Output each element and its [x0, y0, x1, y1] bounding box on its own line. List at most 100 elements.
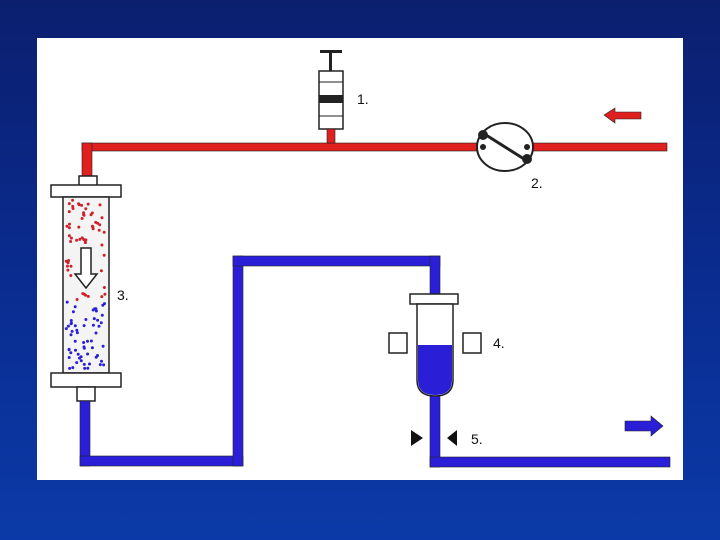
column-particle	[76, 352, 80, 356]
column-particle	[71, 204, 75, 208]
column-particle	[86, 352, 90, 356]
column-particle	[79, 359, 83, 363]
column-particle	[82, 362, 86, 366]
column-particle	[99, 269, 103, 273]
column-particle	[100, 295, 104, 299]
column-particle	[69, 319, 73, 322]
column-particle	[102, 286, 106, 289]
column-particle	[92, 317, 96, 321]
column-particle	[69, 333, 73, 337]
injection-valve	[476, 122, 534, 172]
column-particle	[102, 253, 106, 257]
label-syringe: 1.	[357, 91, 369, 107]
column-particle	[67, 210, 71, 214]
column-particle	[69, 264, 73, 268]
column-particle	[83, 238, 87, 242]
column-particle	[66, 268, 70, 272]
column-particle	[65, 300, 69, 304]
label-outlet-valve: 5.	[471, 431, 483, 447]
column-particle	[91, 323, 95, 327]
column-particle	[69, 321, 73, 325]
column-particle	[102, 230, 106, 234]
column-particle	[71, 366, 75, 370]
column-particle	[65, 264, 69, 268]
outflow-arrow-icon	[624, 415, 664, 437]
outlet-valve	[411, 430, 457, 446]
column-particle	[73, 339, 77, 343]
chromatography-column	[50, 175, 122, 402]
column-particle	[73, 324, 77, 328]
column-particles	[64, 198, 107, 370]
column-particle	[77, 225, 81, 229]
column-particle	[75, 361, 79, 365]
column-particle	[66, 324, 70, 328]
column-particle	[75, 238, 79, 242]
red-inlet-tubing	[81, 142, 668, 192]
column-particle	[100, 313, 104, 317]
column-particle	[69, 240, 73, 243]
column-particle	[66, 261, 70, 265]
column-particle	[84, 318, 88, 321]
column-particle	[90, 346, 94, 350]
column-particle	[89, 213, 93, 217]
column-particle	[96, 318, 100, 322]
column-particle	[83, 241, 87, 245]
column-particle	[77, 203, 81, 207]
column-particle	[100, 243, 104, 247]
column-particle	[70, 329, 74, 333]
column-particle	[86, 294, 90, 298]
column-particle	[89, 339, 93, 343]
column-particle	[73, 305, 77, 309]
column-particle	[71, 310, 75, 314]
column-particle	[71, 198, 75, 202]
column-particle	[98, 203, 102, 207]
column-particle	[93, 307, 97, 311]
column-particle	[86, 366, 90, 370]
column-particle	[86, 339, 89, 343]
column-particle	[102, 363, 106, 367]
column-particle	[67, 202, 71, 206]
column-particle	[75, 331, 79, 335]
column-particle	[68, 366, 72, 370]
column-particle	[83, 366, 87, 370]
column-particle	[97, 324, 101, 328]
column-particle	[82, 213, 86, 217]
column-particle	[94, 331, 98, 335]
column-particle	[82, 345, 86, 349]
column-particle	[69, 274, 73, 277]
label-detector: 4.	[493, 335, 505, 351]
column-particle	[97, 228, 101, 232]
column-particle	[82, 324, 86, 328]
column-particle	[96, 221, 100, 225]
column-particle	[75, 328, 79, 332]
blue-outlet-tubing	[79, 255, 671, 468]
column-particle	[103, 292, 107, 296]
column-particle	[86, 202, 90, 206]
column-particle	[84, 207, 88, 211]
column-particle	[80, 217, 84, 220]
inflow-arrow-icon	[603, 107, 642, 124]
column-particle	[80, 236, 84, 240]
column-particle	[67, 234, 71, 238]
column-particle	[74, 348, 77, 352]
column-particle	[101, 344, 105, 348]
column-particle	[82, 341, 86, 344]
label-valve: 2.	[531, 175, 543, 191]
column-particle	[103, 302, 106, 306]
column-particle	[90, 224, 94, 228]
column-particle	[94, 355, 98, 359]
syringe	[318, 50, 344, 144]
column-particle	[75, 298, 79, 301]
column-particle	[69, 236, 73, 240]
label-column: 3.	[117, 287, 129, 303]
column-particle	[67, 348, 71, 352]
column-particle	[65, 224, 69, 228]
column-particle	[82, 292, 86, 296]
column-particle	[99, 321, 103, 325]
column-particle	[67, 356, 71, 359]
column-particle	[88, 362, 91, 366]
column-particle	[64, 327, 68, 331]
column-flow-arrow-icon	[73, 247, 99, 290]
detector-vessel	[388, 293, 482, 397]
column-particle	[80, 203, 84, 207]
